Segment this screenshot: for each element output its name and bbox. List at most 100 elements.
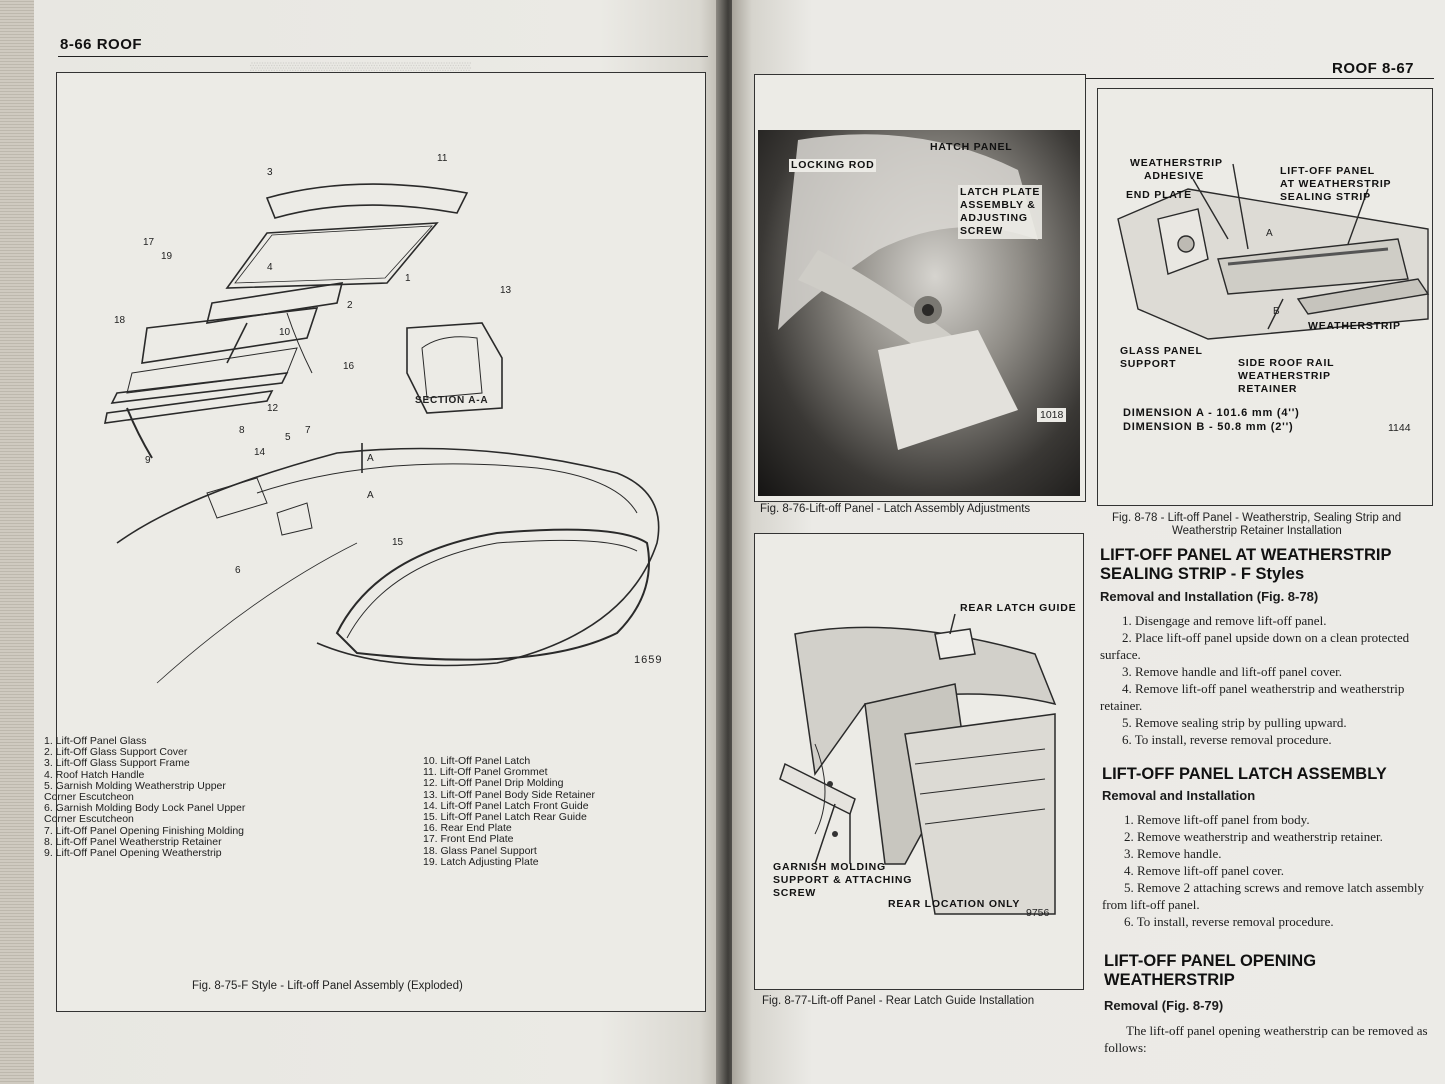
legend-left: 1. Lift-Off Panel Glass 2. Lift-Off Glas… bbox=[44, 735, 246, 860]
legend-item: 2. Lift-Off Glass Support Cover bbox=[44, 746, 188, 759]
callout-7: 7 bbox=[305, 425, 311, 436]
rear-latch-diagram bbox=[779, 613, 1057, 915]
exploded-diagram: SECTION A-A A A 1 2 3 4 5 6 7 8 9 10 11 … bbox=[103, 153, 660, 684]
callout-12: 12 bbox=[267, 403, 279, 414]
figure-caption: Fig. 8-76-Lift-off Panel - Latch Assembl… bbox=[760, 503, 1031, 515]
figure-caption-line2: Weatherstrip Retainer Installation bbox=[1172, 525, 1342, 537]
callout-1: 1 bbox=[405, 273, 411, 284]
section-title-opening-weatherstrip: LIFT-OFF PANEL OPENING WEATHERSTRIP bbox=[1104, 952, 1317, 989]
legend-item: 10. Lift-Off Panel Latch bbox=[423, 755, 531, 767]
step-item: 6. To install, reverse removal procedure… bbox=[1122, 732, 1332, 747]
callout-16: 16 bbox=[343, 361, 355, 372]
legend-item: 19. Latch Adjusting Plate bbox=[423, 855, 539, 868]
legend-item: 5. Garnish Molding Weatherstrip Upper bbox=[44, 779, 226, 792]
label-lift-off-sealing: LIFT-OFF PANEL AT WEATHERSTRIP SEALING S… bbox=[1280, 165, 1392, 203]
legend-item: 15. Lift-Off Panel Latch Rear Guide bbox=[423, 811, 587, 824]
legend-item: 6. Garnish Molding Body Lock Panel Upper bbox=[44, 802, 246, 815]
callout-2: 2 bbox=[347, 300, 353, 311]
legend-item: 14. Lift-Off Panel Latch Front Guide bbox=[423, 799, 589, 812]
legend-item: 17. Front End Plate bbox=[423, 833, 514, 846]
callout-9: 9 bbox=[145, 455, 151, 466]
label-rear-location: REAR LOCATION ONLY bbox=[888, 898, 1021, 910]
section-title-sealing-strip: LIFT-OFF PANEL AT WEATHERSTRIP SEALING S… bbox=[1100, 546, 1392, 583]
section-title-latch-assembly: LIFT-OFF PANEL LATCH ASSEMBLY bbox=[1102, 765, 1387, 783]
figure-caption: Fig. 8-75-F Style - Lift-off Panel Assem… bbox=[192, 980, 463, 992]
fig-8-76-frame: HATCH PANEL LOCKING ROD LATCH PLATE ASSE… bbox=[754, 74, 1086, 502]
legend-item: 11. Lift-Off Panel Grommet bbox=[423, 766, 548, 779]
callout-11: 11 bbox=[437, 153, 448, 164]
figure-caption: Fig. 8-77-Lift-off Panel - Rear Latch Gu… bbox=[762, 995, 1035, 1007]
step-item: 4. Remove lift-off panel weatherstrip an… bbox=[1100, 681, 1405, 713]
label-hatch-panel: HATCH PANEL bbox=[930, 141, 1013, 153]
step-item: 5. Remove 2 attaching screws and remove … bbox=[1102, 880, 1424, 912]
left-page: ▒▒▒▒▒▒▒▒▒▒▒▒ 8-66 ROOF bbox=[0, 0, 724, 1084]
label-weatherstrip-adhesive: WEATHERSTRIP ADHESIVE bbox=[1130, 157, 1223, 182]
legend-item: 3. Lift-Off Glass Support Frame bbox=[44, 757, 190, 770]
label-weatherstrip: WEATHERSTRIP bbox=[1308, 320, 1401, 332]
step-item: 5. Remove sealing strip by pulling upwar… bbox=[1122, 715, 1347, 730]
legend-item: 12. Lift-Off Panel Drip Molding bbox=[423, 777, 564, 790]
step-item: 3. Remove handle and lift-off panel cove… bbox=[1122, 664, 1342, 679]
step-item: 6. To install, reverse removal procedure… bbox=[1124, 914, 1334, 929]
weatherstrip-diagram: A B bbox=[1117, 163, 1430, 340]
callout-17: 17 bbox=[143, 237, 155, 248]
section-subtitle: Removal and Installation bbox=[1102, 788, 1256, 803]
right-page: ROOF 8-67 HATCH PANEL LOCKING ROD LATCH … bbox=[732, 0, 1445, 1084]
figure-caption-line1: Fig. 8-78 - Lift-off Panel - Weatherstri… bbox=[1112, 512, 1402, 524]
section-subtitle: Removal and Installation (Fig. 8-78) bbox=[1100, 589, 1319, 604]
callout-3: 3 bbox=[267, 167, 273, 178]
mark-b: B bbox=[1273, 306, 1280, 317]
label-garnish-molding: GARNISH MOLDING SUPPORT & ATTACHING SCRE… bbox=[773, 861, 913, 899]
callout-numbers: 1 2 3 4 5 6 7 8 9 10 11 12 13 14 15 16 1… bbox=[114, 153, 512, 576]
step-item: 1. Remove lift-off panel from body. bbox=[1124, 812, 1310, 827]
step-item: 3. Remove handle. bbox=[1124, 846, 1222, 861]
callout-6: 6 bbox=[235, 565, 241, 576]
steps-list: 1. Remove lift-off panel from body. 2. R… bbox=[1102, 811, 1442, 930]
legend-item: 13. Lift-Off Panel Body Side Retainer bbox=[423, 788, 595, 801]
page-edge bbox=[0, 0, 34, 1084]
label-locking-rod: LOCKING ROD bbox=[789, 159, 877, 172]
legend-item: 7. Lift-Off Panel Opening Finishing Mold… bbox=[44, 824, 245, 837]
figure-code: 9756 bbox=[1026, 907, 1050, 919]
label-dimension-a: DIMENSION A - 101.6 mm (4'') bbox=[1123, 407, 1300, 419]
callout-18: 18 bbox=[114, 315, 126, 326]
callout-8: 8 bbox=[239, 425, 245, 436]
header-rule bbox=[754, 78, 1434, 79]
legend-item: 1. Lift-Off Panel Glass bbox=[44, 735, 147, 747]
label-end-plate: END PLATE bbox=[1126, 189, 1192, 201]
header-rule bbox=[58, 56, 708, 57]
step-item: 4. Remove lift-off panel cover. bbox=[1124, 863, 1285, 878]
step-item: 2. Place lift-off panel upside down on a… bbox=[1100, 630, 1410, 662]
callout-4: 4 bbox=[267, 262, 273, 273]
section-intro: The lift-off panel opening weatherstrip … bbox=[1104, 1023, 1428, 1055]
step-item: 1. Disengage and remove lift-off panel. bbox=[1122, 613, 1327, 628]
callout-13: 13 bbox=[500, 285, 512, 296]
callout-10: 10 bbox=[279, 327, 291, 338]
legend-item: Corner Escutcheon bbox=[44, 791, 134, 804]
callout-19: 19 bbox=[161, 251, 173, 262]
legend-item: Corner Escutcheon bbox=[44, 813, 134, 826]
legend-item: 4. Roof Hatch Handle bbox=[44, 768, 145, 781]
legend-right: 10. Lift-Off Panel Latch 11. Lift-Off Pa… bbox=[423, 755, 595, 868]
label-glass-panel-support: GLASS PANEL SUPPORT bbox=[1120, 345, 1203, 370]
legend-item: 8. Lift-Off Panel Weatherstrip Retainer bbox=[44, 835, 222, 848]
fig-8-78-frame: A B WEATHERSTRIP ADHESIVE END PLATE LIFT… bbox=[1097, 88, 1433, 506]
callout-14: 14 bbox=[254, 447, 266, 458]
section-mark-a2: A bbox=[367, 490, 374, 501]
figure-code: 1659 bbox=[634, 654, 663, 666]
label-side-roof-rail: SIDE ROOF RAIL WEATHERSTRIP RETAINER bbox=[1238, 357, 1335, 395]
fig-8-77-frame: REAR LATCH GUIDE GARNISH MOLDING SUPPORT… bbox=[754, 533, 1084, 990]
figure-code: 1144 bbox=[1388, 422, 1411, 434]
figure-code: 1018 bbox=[1037, 408, 1067, 422]
section-mark-a: A bbox=[367, 453, 374, 464]
mark-a: A bbox=[1266, 228, 1273, 239]
legend-item: 9. Lift-Off Panel Opening Weatherstrip bbox=[44, 847, 222, 860]
steps-list: 1. Disengage and remove lift-off panel. … bbox=[1100, 612, 1445, 748]
fig-8-75-frame: SECTION A-A A A 1 2 3 4 5 6 7 8 9 10 11 … bbox=[44, 72, 706, 1012]
callout-5: 5 bbox=[285, 432, 291, 443]
label-rear-latch-guide: REAR LATCH GUIDE bbox=[960, 602, 1077, 614]
section-subtitle: Removal (Fig. 8-79) bbox=[1104, 998, 1224, 1013]
step-item: 2. Remove weatherstrip and weatherstrip … bbox=[1124, 829, 1383, 844]
label-latch-plate: LATCH PLATE ASSEMBLY & ADJUSTING SCREW bbox=[958, 185, 1043, 239]
callout-15: 15 bbox=[392, 537, 404, 548]
